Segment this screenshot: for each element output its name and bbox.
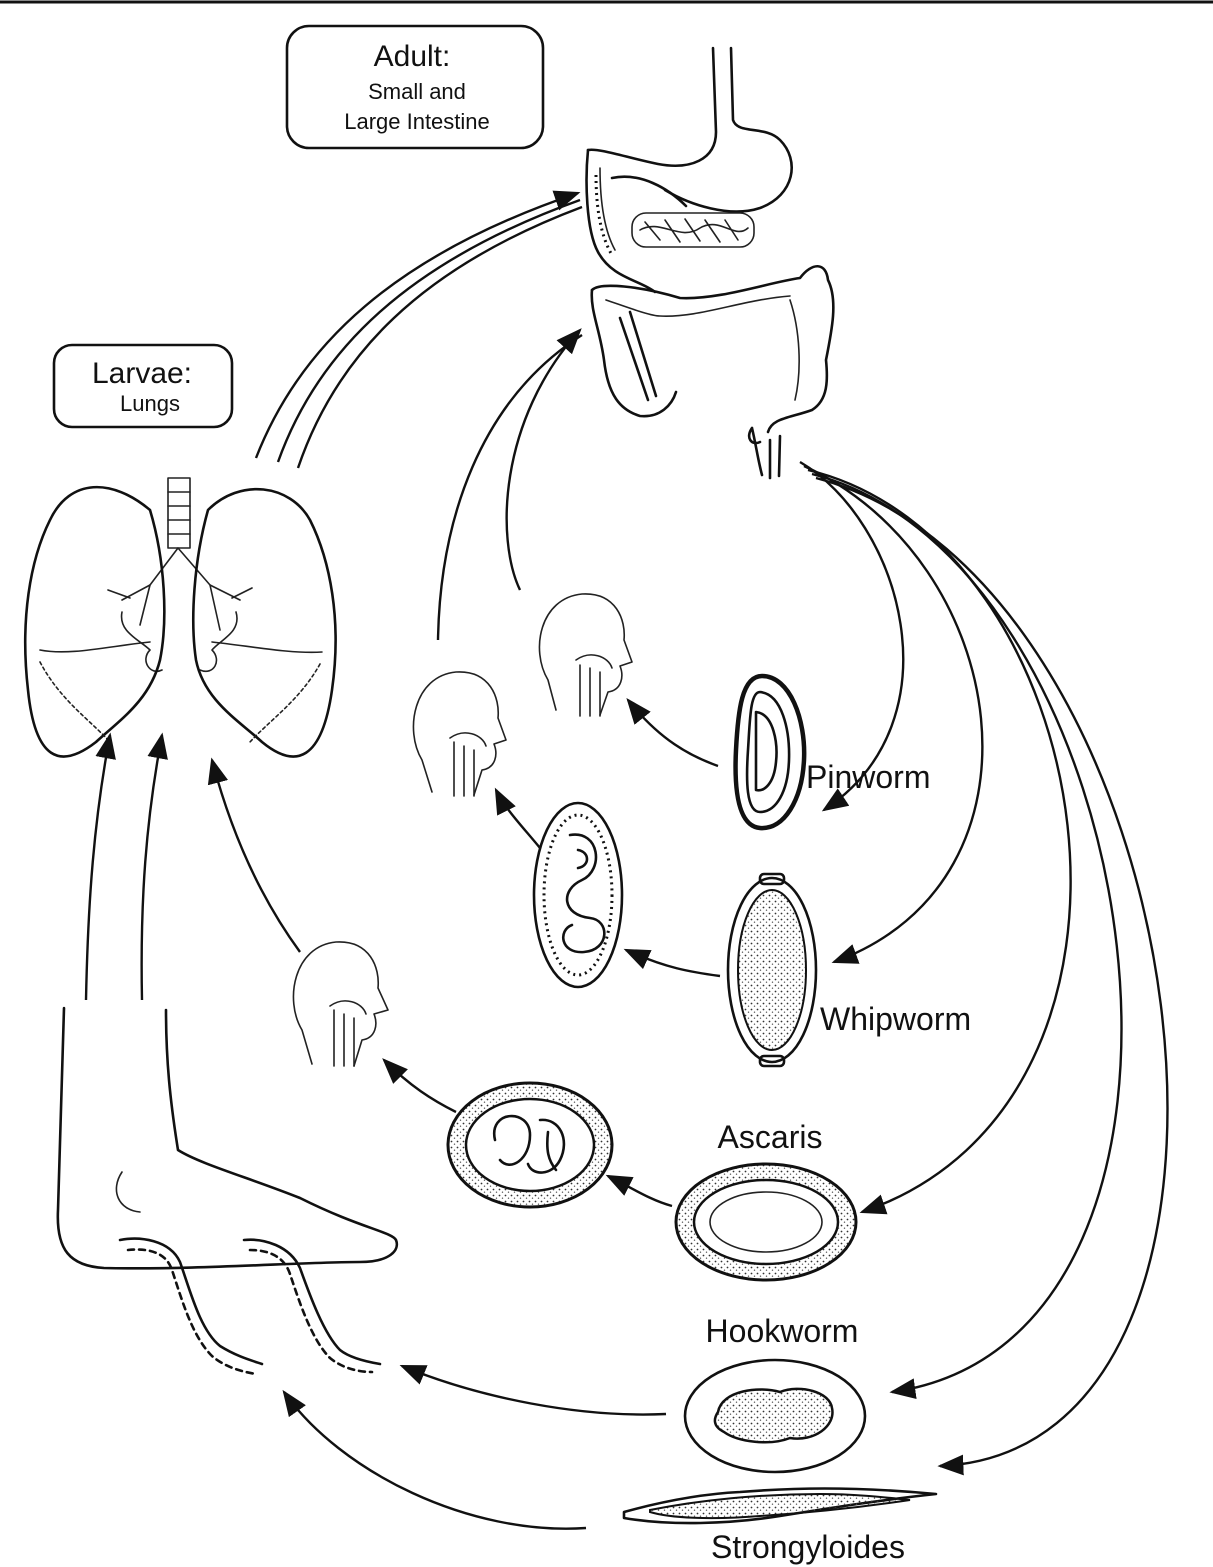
whipworm-egg (728, 874, 816, 1066)
human-head-whipworm-ingestion (413, 672, 506, 796)
strongyloides-label: Strongyloides (711, 1529, 905, 1565)
human-head-ascaris-ingestion (293, 942, 388, 1066)
ascaris-egg (676, 1164, 856, 1280)
embryonated-whipworm-egg (534, 803, 622, 987)
hookworm-label: Hookworm (706, 1313, 859, 1349)
hookworm-egg (685, 1360, 865, 1472)
ingestion-to-intestine-arrows (438, 330, 582, 640)
pinworm-egg (736, 676, 805, 828)
whipworm-label: Whipworm (820, 1001, 971, 1037)
strongyloides-larva (624, 1489, 936, 1524)
adult-stage-label: Adult: Small and Large Intestine (287, 26, 543, 148)
human-leg-foot-illustration (58, 1008, 397, 1374)
ascaris-label: Ascaris (718, 1119, 823, 1155)
adult-line2: Large Intestine (344, 109, 490, 134)
larvae-stage-label: Larvae: Lungs (54, 345, 232, 427)
leg-to-lungs-arrows (86, 735, 300, 1000)
adult-line1: Small and (368, 79, 466, 104)
embryonated-ascaris-egg (448, 1083, 612, 1207)
lungs-illustration (25, 478, 335, 757)
lungs-to-intestine-migration-arrows (256, 193, 582, 468)
larvae-title: Larvae: (92, 357, 192, 390)
human-head-pinworm-ingestion (539, 594, 632, 716)
adult-title: Adult: (374, 40, 451, 73)
pinworm-label: Pinworm (806, 759, 930, 795)
stomach-small-intestine-illustration (587, 48, 792, 292)
larvae-subtitle: Lungs (120, 391, 180, 416)
large-intestine-illustration (592, 266, 834, 478)
